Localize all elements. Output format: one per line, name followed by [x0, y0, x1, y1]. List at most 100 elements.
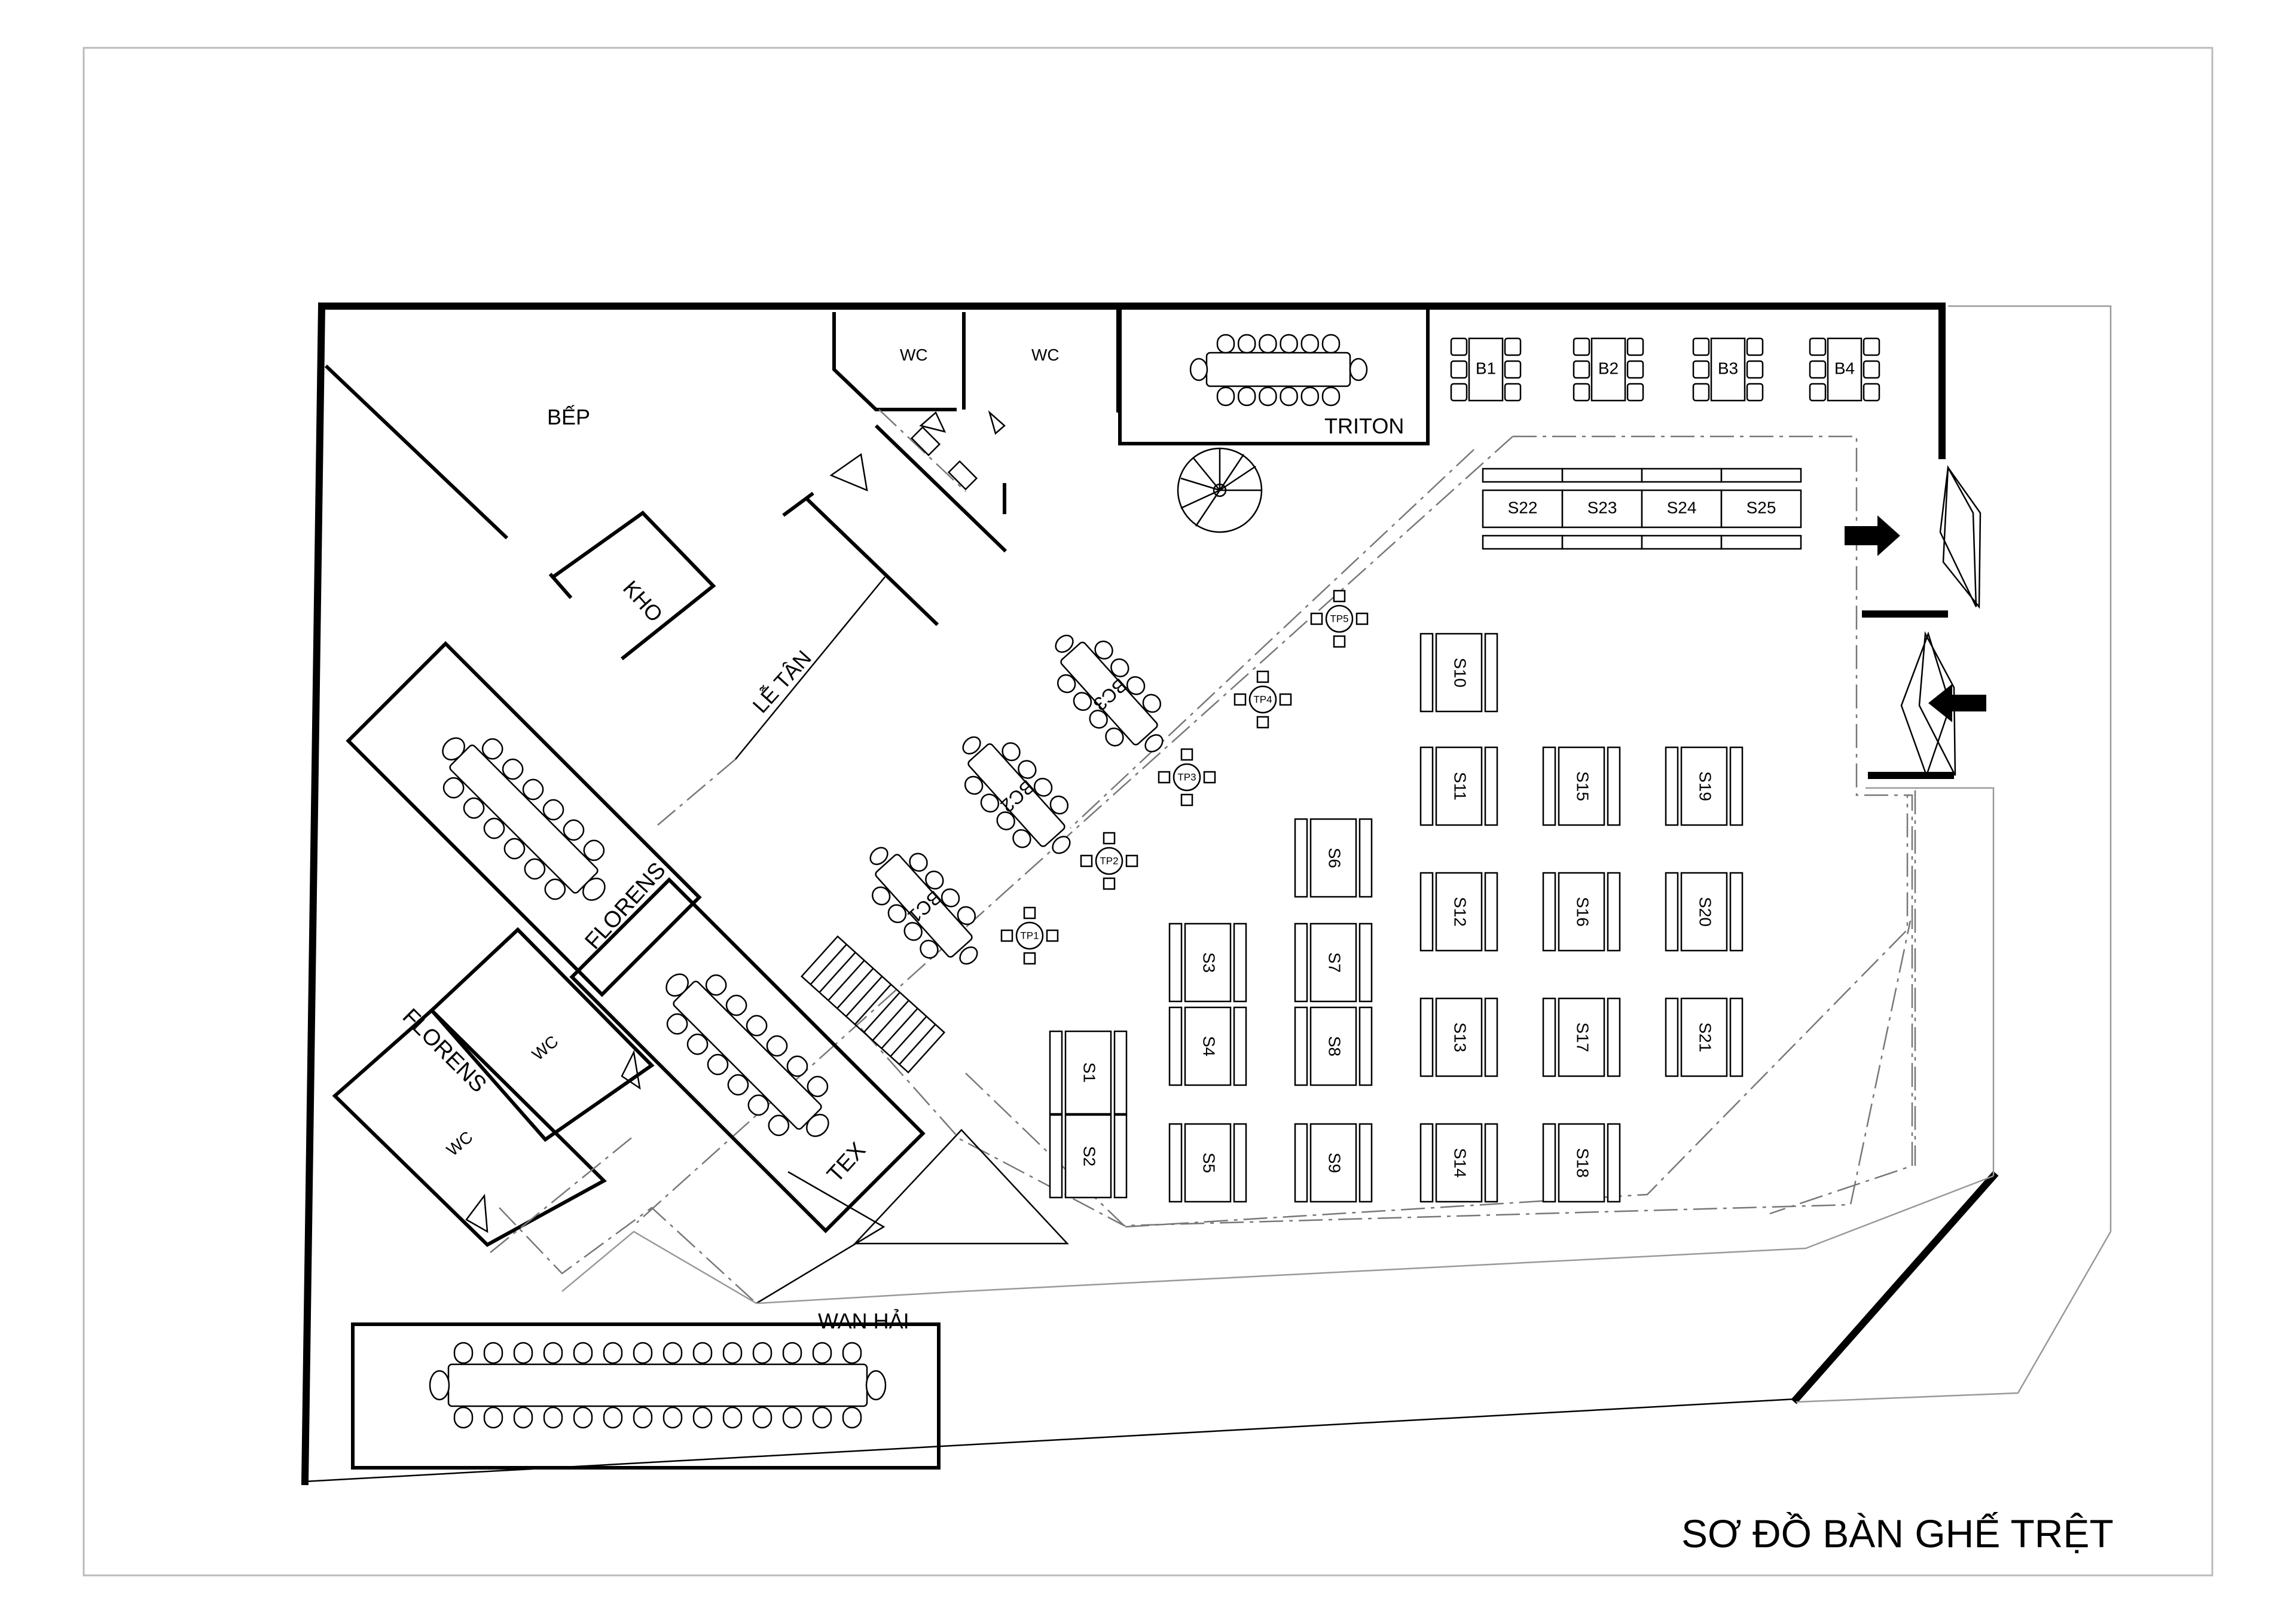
- high-top-tp4[interactable]: TP4: [1234, 670, 1292, 729]
- chair: [941, 888, 960, 908]
- high-top-tp5[interactable]: TP5: [1310, 589, 1369, 648]
- sofa-table-s1[interactable]: S1: [1049, 1030, 1128, 1115]
- sofa-table-s8[interactable]: S8: [1294, 1006, 1373, 1086]
- stool: [1125, 854, 1138, 867]
- booth-label: B4: [1834, 359, 1855, 377]
- sofa-label: S21: [1696, 1022, 1715, 1052]
- sofa-label: S2: [1080, 1146, 1099, 1166]
- chair: [707, 1053, 729, 1076]
- high-top-tp2[interactable]: TP2: [1080, 832, 1138, 890]
- bar-counter-bc1[interactable]: BC1: [849, 828, 998, 983]
- sofa-label: S3: [1200, 952, 1219, 973]
- sofa-table-s25[interactable]: S25: [1720, 468, 1802, 550]
- chair: [1126, 676, 1146, 695]
- stool: [1080, 854, 1093, 867]
- sofa-table-s16[interactable]: S16: [1542, 872, 1621, 952]
- sheet-frame: [83, 47, 2213, 1577]
- stool: [1310, 612, 1323, 625]
- sofa-table-s19[interactable]: S19: [1665, 746, 1744, 826]
- chair: [503, 838, 526, 860]
- chair: [903, 922, 923, 941]
- sofa-table-s12[interactable]: S12: [1419, 872, 1498, 952]
- stool: [1234, 693, 1247, 706]
- sofa-table-s14[interactable]: S14: [1419, 1123, 1498, 1203]
- chair: [463, 797, 485, 819]
- booth-b1[interactable]: B1: [1450, 337, 1522, 402]
- door-2[interactable]: [1942, 465, 1981, 609]
- chair: [1216, 386, 1235, 407]
- sofa-label: S20: [1696, 897, 1715, 927]
- sofa-table-s24[interactable]: S24: [1641, 468, 1723, 550]
- sofa-table-s21[interactable]: S21: [1665, 997, 1744, 1077]
- chair: [887, 904, 907, 924]
- drawing-title: SƠ ĐỒ BÀN GHẾ TRỆT: [1681, 1511, 2114, 1556]
- chair: [544, 878, 566, 900]
- chair: [920, 939, 939, 959]
- chair: [727, 1074, 749, 1096]
- chair: [522, 778, 544, 801]
- room-wanhai[interactable]: WAN HẢI: [351, 1309, 941, 1470]
- sofa-table-s3[interactable]: S3: [1168, 923, 1247, 1003]
- main-entrance[interactable]: [1845, 465, 1986, 778]
- sofa-table-s18[interactable]: S18: [1542, 1123, 1621, 1203]
- building-walls: [301, 302, 1999, 1486]
- bar-counter-bc3[interactable]: BC3: [1034, 616, 1183, 771]
- high-top-tp3[interactable]: TP3: [1158, 748, 1216, 807]
- sofa-label: S6: [1326, 848, 1344, 868]
- chair: [583, 839, 605, 862]
- sofa-table-s11[interactable]: S11: [1419, 746, 1498, 826]
- high-top-tables: TP1 TP2 TP3 TP4 TP5: [1000, 589, 1369, 965]
- circulation-lines: [636, 305, 2112, 1403]
- sofa-table-s13[interactable]: S13: [1419, 997, 1498, 1077]
- sofa-table-s17[interactable]: S17: [1542, 997, 1621, 1077]
- stool: [1023, 906, 1036, 920]
- sofa-column-tables: S1S2S3S4S5S6S7S8S9S10S11S12S13S14S15S16S…: [1049, 633, 1744, 1203]
- sofa-label: S4: [1200, 1036, 1219, 1056]
- chair: [705, 974, 727, 996]
- stool: [1333, 635, 1346, 648]
- booth-tables: B1 B2 B3 B4: [1450, 337, 1880, 402]
- chair: [909, 853, 928, 872]
- chair: [662, 1342, 683, 1364]
- sofa-table-s15[interactable]: S15: [1542, 746, 1621, 826]
- room-label-wc-left-2: WC: [443, 1128, 477, 1160]
- sofa-table-s9[interactable]: S9: [1294, 1123, 1373, 1203]
- stool: [1256, 670, 1269, 683]
- chair: [686, 1033, 709, 1055]
- booth-b3[interactable]: B3: [1692, 337, 1764, 402]
- sofa-table-s22[interactable]: S22: [1482, 468, 1564, 550]
- bar-counter-bc2[interactable]: BC2: [942, 717, 1091, 872]
- sofa-table-s20[interactable]: S20: [1665, 872, 1744, 952]
- door-3[interactable]: [1918, 631, 1956, 776]
- sofa-table-s6[interactable]: S6: [1294, 818, 1373, 898]
- chair: [502, 758, 524, 780]
- stool: [1333, 589, 1346, 603]
- booth-b4[interactable]: B4: [1809, 337, 1880, 402]
- sofa-table-s7[interactable]: S7: [1294, 923, 1373, 1003]
- sofa-table-s10[interactable]: S10: [1419, 633, 1498, 713]
- room-label-wanhai: WAN HẢI: [818, 1309, 909, 1333]
- chair: [692, 1406, 713, 1429]
- chair: [807, 1076, 829, 1098]
- sofa-table-s5[interactable]: S5: [1168, 1123, 1247, 1203]
- high-top-tp1[interactable]: TP1: [1000, 906, 1059, 965]
- chair: [768, 1114, 790, 1137]
- room-triton[interactable]: TRITON: [1118, 306, 1430, 445]
- sofa-table-s23[interactable]: S23: [1561, 468, 1643, 550]
- chair: [1057, 674, 1076, 694]
- chair: [513, 1406, 533, 1429]
- sofa-table-s2[interactable]: S2: [1049, 1114, 1128, 1199]
- door-4[interactable]: [1900, 631, 1952, 778]
- chair: [1237, 334, 1256, 354]
- booth-b2[interactable]: B2: [1573, 337, 1644, 402]
- room-tex[interactable]: [569, 877, 926, 1233]
- sofa-label: S9: [1326, 1153, 1344, 1173]
- chair: [513, 1342, 533, 1364]
- door-1[interactable]: [1939, 465, 1977, 607]
- sofa-table-s4[interactable]: S4: [1168, 1006, 1247, 1086]
- interior-doors: [465, 410, 1006, 1233]
- chair: [812, 1406, 832, 1429]
- chair: [666, 1013, 688, 1035]
